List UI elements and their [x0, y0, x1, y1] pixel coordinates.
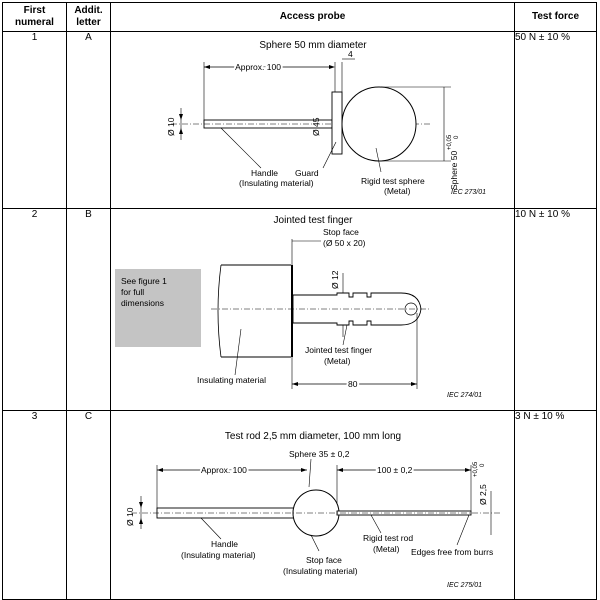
dia10-label: Ø 10	[125, 507, 135, 526]
stop-face	[291, 265, 293, 357]
sphere-tol-zero: 0	[454, 135, 460, 139]
sphere-tol-plus: +0,05	[447, 134, 453, 150]
dia25-label: Ø 2,5	[478, 484, 488, 505]
leader-line	[200, 517, 222, 540]
header-test-force: Test force	[514, 2, 597, 32]
header-addit-letter: Addit.letter	[66, 2, 111, 32]
rigid-rod-label: Rigid test rod	[363, 533, 413, 543]
four-label: 4	[348, 49, 353, 59]
sphere35-label: Sphere 35 ± 0,2	[289, 449, 350, 459]
table-row: 1 A Sphere 50 mm diameter Approx. 100 4	[2, 31, 597, 209]
leader-line	[220, 127, 262, 169]
row-letter: A	[66, 31, 111, 209]
note-line-3: dimensions	[121, 298, 164, 308]
test-force-value: 3 N ± 10 %	[514, 410, 597, 600]
header-access-probe: Access probe	[110, 2, 515, 32]
leader-line	[456, 514, 470, 546]
arrow-head	[204, 65, 210, 69]
arrow-head	[411, 382, 417, 386]
arrow-head	[157, 468, 163, 472]
arrow-head	[179, 114, 183, 120]
handle-label: Handle	[251, 168, 278, 178]
arrow-head	[465, 468, 471, 472]
rod-probe-drawing: Test rod 2,5 mm diameter, 100 mm long Sp…	[125, 431, 501, 589]
table-row: 3 C Test rod 2,5 mm diameter, 100 mm lon…	[2, 410, 597, 600]
row-letter: C	[66, 410, 111, 600]
leader-line	[322, 141, 337, 169]
leader-line	[375, 147, 382, 173]
iec-reference: IEC 273/01	[451, 189, 486, 196]
leader-line	[342, 324, 348, 346]
row-numeral: 2	[2, 208, 67, 411]
dia12-label: Ø 12	[330, 270, 340, 289]
test-force-value: 10 N ± 10 %	[514, 208, 597, 411]
arrow-head	[301, 468, 307, 472]
sphere-probe-drawing: Sphere 50 mm diameter Approx. 100 4	[166, 40, 486, 196]
insulating-material-label: Insulating material	[197, 375, 266, 385]
row-numeral: 3	[2, 410, 67, 600]
handle-label: Handle	[211, 539, 238, 549]
leader-line	[308, 458, 312, 488]
stop-face-label: Stop face	[306, 555, 342, 565]
note-box	[115, 269, 201, 347]
leader-line	[310, 534, 320, 552]
iec-reference: IEC 274/01	[447, 392, 482, 399]
test-force-value: 50 N ± 10 %	[514, 31, 597, 209]
approx-100-label: Approx. 100	[235, 62, 281, 72]
handle-material-label: (Insulating material)	[239, 178, 314, 188]
jointed-finger-label: Jointed test finger	[305, 345, 372, 355]
dia45-label: Ø 45	[311, 117, 321, 136]
row-letter: B	[66, 208, 111, 411]
drawing-title: Sphere 50 mm diameter	[259, 40, 367, 51]
guard-label: Guard	[295, 168, 319, 178]
arrow-head	[179, 128, 183, 134]
arrow-head	[292, 382, 298, 386]
test-sphere	[341, 86, 417, 162]
stop-face-dim-label: (Ø 50 x 20)	[323, 238, 366, 248]
dia10-label: Ø 10	[166, 117, 176, 136]
arrow-head	[337, 468, 343, 472]
break-line	[217, 264, 222, 358]
leader-line	[370, 514, 382, 534]
sphere-material-label: (Metal)	[384, 186, 411, 196]
finger-probe-drawing: Jointed test finger See figure 1 for ful…	[115, 215, 482, 399]
probe-drawing-cell: Test rod 2,5 mm diameter, 100 mm long Sp…	[110, 410, 515, 600]
rod-material-label: (Metal)	[373, 544, 400, 554]
stop-face-label: Stop face	[323, 227, 359, 237]
stop-face-material-label: (Insulating material)	[283, 566, 358, 576]
guard-plate	[331, 91, 343, 155]
row-numeral: 1	[2, 31, 67, 209]
arrow-head	[139, 518, 143, 524]
hundred-label: 100 ± 0,2	[377, 465, 413, 475]
probe-drawing-cell: Jointed test finger See figure 1 for ful…	[110, 208, 515, 411]
rigid-sphere-label: Rigid test sphere	[361, 176, 425, 186]
approx-100-label: Approx. 100	[201, 465, 247, 475]
eighty-label: 80	[348, 379, 358, 389]
arrow-head	[139, 502, 143, 508]
drawing-title: Jointed test finger	[274, 215, 354, 226]
arrow-head	[329, 65, 335, 69]
table-row: 2 B Jointed test finger See figure 1 for…	[2, 208, 597, 411]
jointed-material-label: (Metal)	[324, 356, 351, 366]
iec-reference: IEC 275/01	[447, 582, 482, 589]
edges-label: Edges free from burrs	[411, 547, 493, 557]
note-line-2: for full	[121, 287, 144, 297]
probe-drawing-cell: Sphere 50 mm diameter Approx. 100 4	[110, 31, 515, 209]
sphere-dim-label: Sphere 50	[449, 151, 459, 190]
leader-line	[234, 328, 242, 376]
note-line-1: See figure 1	[121, 276, 167, 286]
rod-tol-zero: 0	[480, 463, 486, 467]
handle-material-label: (Insulating material)	[181, 550, 256, 560]
drawing-title: Test rod 2,5 mm diameter, 100 mm long	[225, 431, 401, 442]
rod-tol-plus: +0,05	[473, 461, 479, 477]
